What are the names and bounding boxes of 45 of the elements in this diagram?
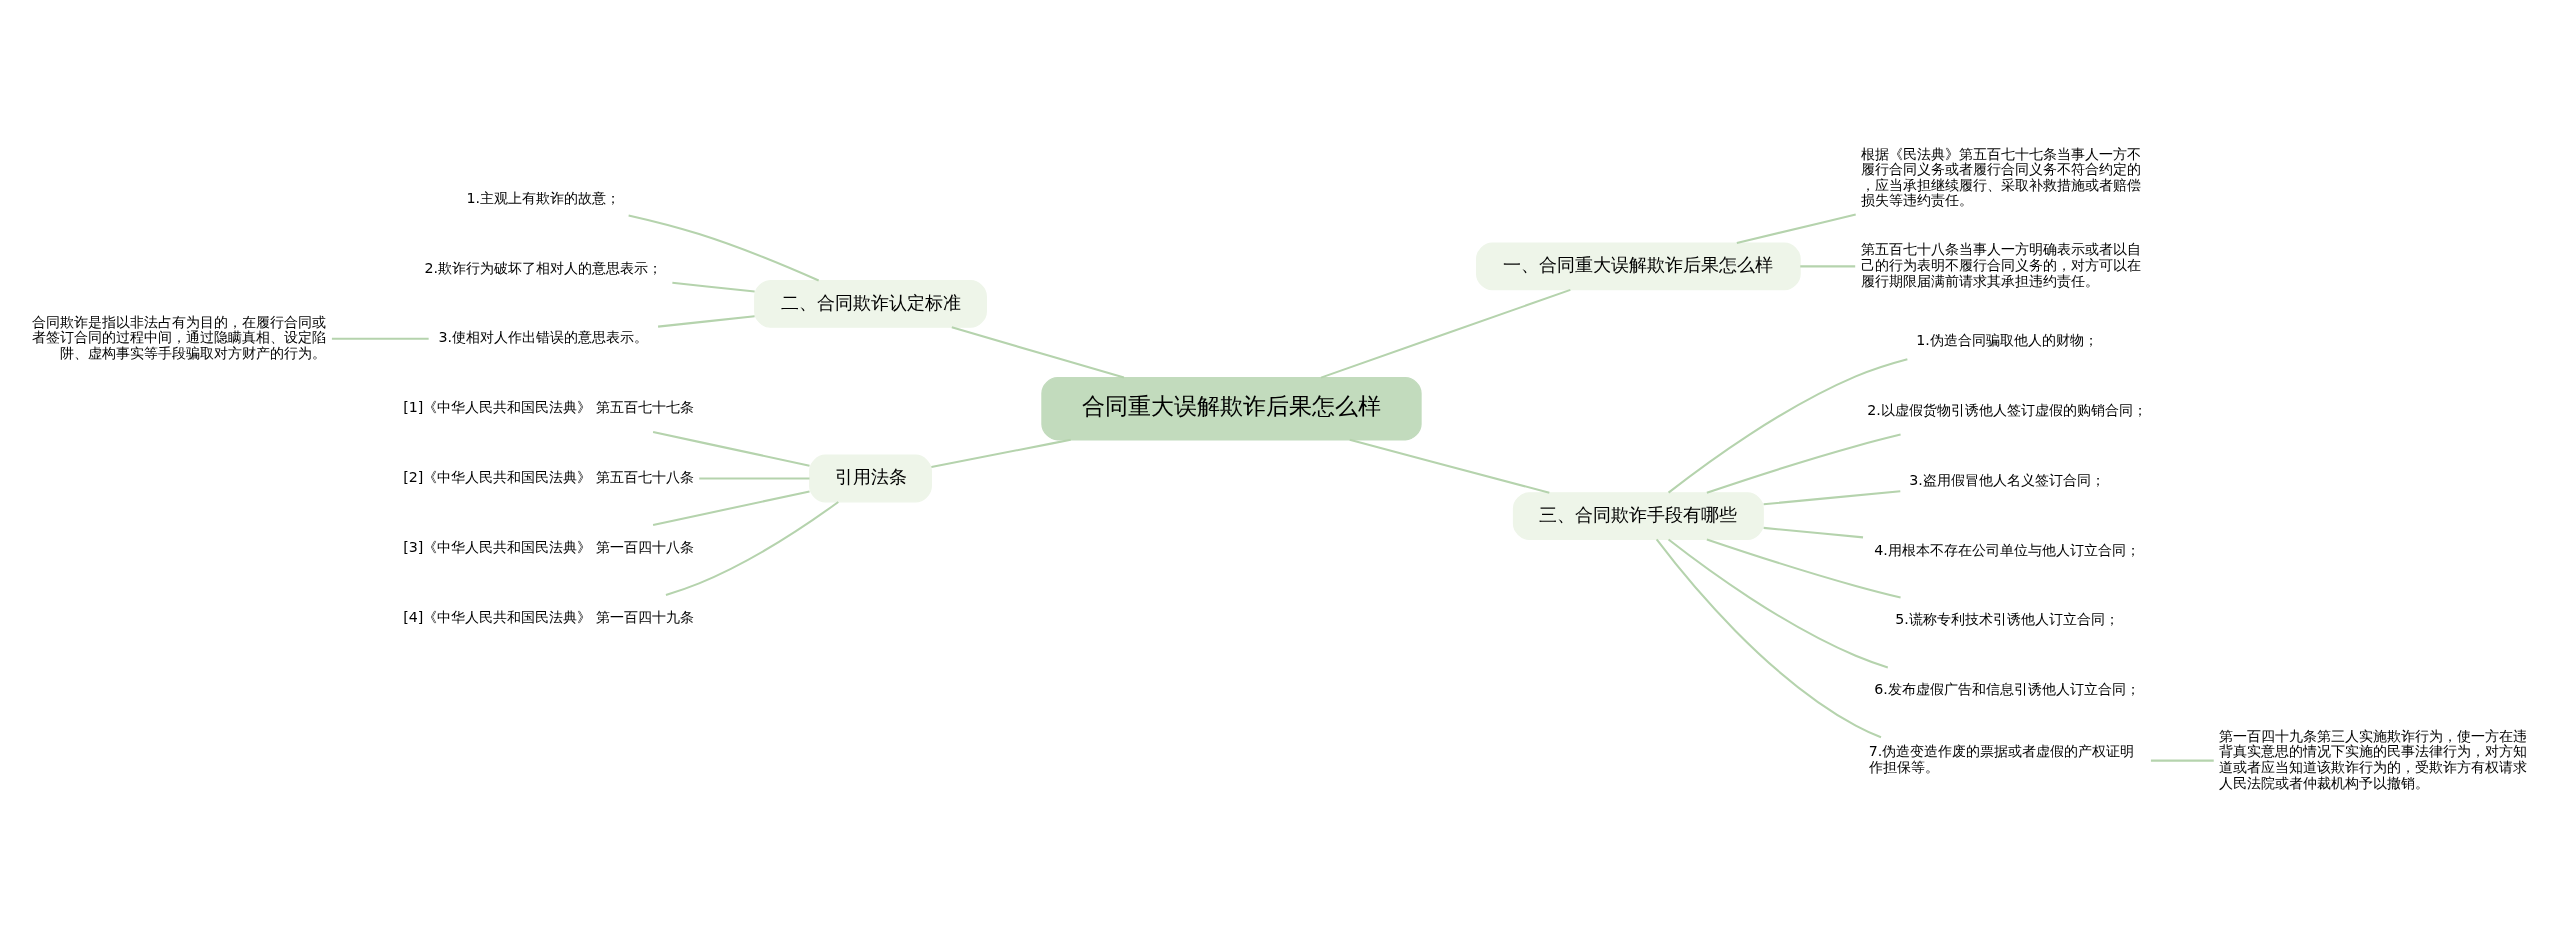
node-text: [3]《中华人民共和国民法典》 第一百四十八条 xyxy=(403,539,694,556)
node-text: 4.用根本不存在公司单位与他人订立合同； xyxy=(1874,541,2140,558)
connector xyxy=(951,326,1125,379)
node-text: [2]《中华人民共和国民法典》 第五百七十八条 xyxy=(403,469,694,486)
connector xyxy=(1763,526,1864,539)
connector xyxy=(2150,759,2214,762)
connector xyxy=(1655,538,1882,739)
node-text: 1.伪造合同骗取他人的财物； xyxy=(1916,332,2098,349)
connector xyxy=(1706,538,1901,599)
connector xyxy=(1800,265,1856,268)
connector xyxy=(1706,433,1901,494)
node-text: 2.欺诈行为破坏了相对人的意思表示； xyxy=(424,259,662,276)
connector xyxy=(657,315,755,328)
connector xyxy=(1320,288,1571,379)
connector xyxy=(1736,213,1856,245)
node-text: [1]《中华人民共和国民法典》 第五百七十七条 xyxy=(403,399,694,416)
node-text: 根据《民法典》第五百七十七条当事人一方不履行合同义务或者履行合同义务不符合约定的，应当承担继续履行、采取补救措施或者赔偿损失等违约责任。 xyxy=(1860,145,2141,209)
connector xyxy=(652,431,810,467)
connector xyxy=(1349,438,1550,494)
node-box: 引用法条 xyxy=(809,454,932,503)
node-text: 1.主观上有欺诈的故意； xyxy=(466,189,620,206)
connector xyxy=(931,438,1071,468)
node-text: 6.发布虚假广告和信息引诱他人订立合同； xyxy=(1874,681,2140,698)
node-box: 三、合同欺诈手段有哪些 xyxy=(1512,492,1764,540)
connector xyxy=(665,501,839,596)
node-text: 5.谎称专利技术引诱他人订立合同； xyxy=(1895,611,2119,628)
connector xyxy=(331,337,429,340)
connector xyxy=(699,477,810,480)
connector xyxy=(628,214,820,282)
node-text: 3.盗用假冒他人名义签订合同； xyxy=(1909,471,2105,488)
node-text: 3.使相对人作出错误的意思表示。 xyxy=(438,329,648,346)
connector xyxy=(1667,358,1908,494)
node-box: 一、合同重大误解欺诈后果怎么样 xyxy=(1476,242,1801,291)
node-text: 第五百七十八条当事人一方明确表示或者以自己的行为表明不履行合同义务的，对方可以在履行期限届满前请求其承担违约责任。 xyxy=(1860,241,2141,289)
node-box: 合同重大误解欺诈后果怎么样 xyxy=(1041,377,1422,441)
node-text: 2.以虚假货物引诱他人签订虚假的购销合同； xyxy=(1867,401,2147,418)
connector xyxy=(1763,490,1901,506)
node-text: 合同欺诈是指以非法占有为目的，在履行合同或者签订合同的过程中间，通过隐瞒真相、设定陷阱、虚构事实等手段骗取对方财产的行为。 xyxy=(32,313,327,361)
connector xyxy=(1667,538,1889,669)
node-text: 7.伪造变造作废的票据或者虚假的产权证明作担保等。 xyxy=(1868,743,2135,775)
connector xyxy=(672,281,755,293)
connector xyxy=(652,490,810,527)
node-text: 第一百四十九条第三人实施欺诈行为，使一方在违背真实意思的情况下实施的民事法律行为，对方知道或者应当知道该欺诈行为的，受欺诈方有权请求人民法院或者仲裁机构予以撤销。 xyxy=(2219,727,2528,791)
node-box: 二、合同欺诈认定标准 xyxy=(754,279,987,328)
node-text: [4]《中华人民共和国民法典》 第一百四十九条 xyxy=(403,608,694,625)
